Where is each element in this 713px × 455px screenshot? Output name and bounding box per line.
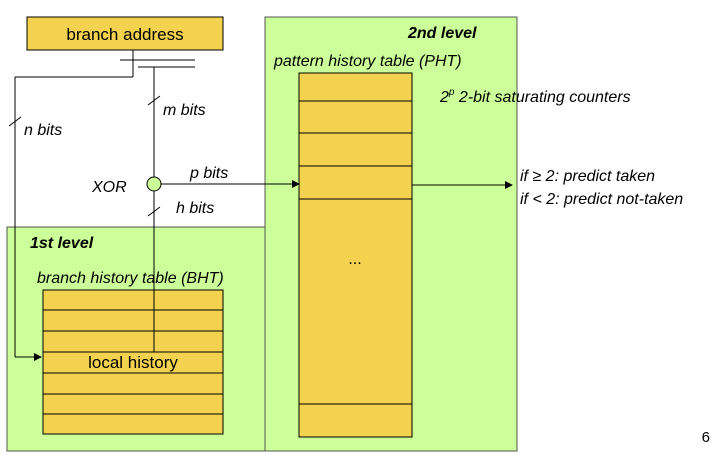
- second-level-title: 2nd level: [407, 25, 477, 42]
- branch-address-label: branch address: [66, 25, 183, 44]
- xor-label: XOR: [91, 179, 127, 196]
- branch-address-box: [26, 16, 224, 51]
- m-bits-label: m bits: [163, 102, 206, 119]
- address-bus: [14, 50, 195, 357]
- p-bits-label: p bits: [189, 165, 228, 182]
- branch-history-table: [42, 289, 224, 435]
- predict-not-taken-label: if < 2: predict not-taken: [520, 191, 683, 208]
- pht-ellipsis: ...: [348, 251, 361, 268]
- pht-label: pattern history table (PHT): [273, 53, 462, 70]
- pattern-history-table: [298, 72, 413, 438]
- xor-gate: [146, 176, 162, 192]
- h-bits-label: h bits: [176, 200, 214, 217]
- page-number: 6: [702, 429, 710, 446]
- n-bits-label: n bits: [24, 122, 62, 139]
- counters-label: 2p 2-bit saturating counters: [439, 87, 631, 106]
- bht-label: branch history table (BHT): [37, 270, 224, 287]
- first-level-title: 1st level: [30, 235, 94, 252]
- bit-width-slashes: [8, 95, 161, 217]
- predict-taken-label: if ≥ 2: predict taken: [520, 168, 655, 185]
- local-history-label: local history: [88, 353, 178, 372]
